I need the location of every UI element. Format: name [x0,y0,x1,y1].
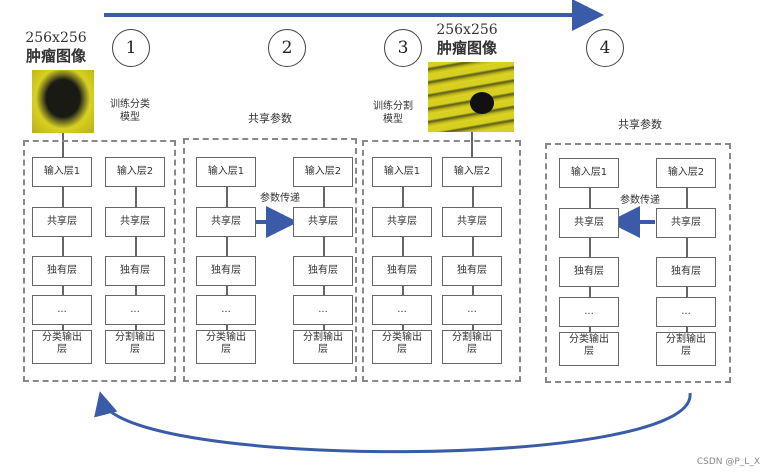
connector [226,158,228,338]
connector [62,133,64,158]
classify-output-layer: 分类输出层 [196,330,256,364]
panel-step-3 [362,140,521,382]
input-layer-1: 输入层1 [196,157,256,187]
step-number: 4 [599,38,611,58]
ellipsis-layer: ... [559,297,619,327]
segment-output-layer: 分割输出层 [656,332,716,366]
param-transfer-label-4: 参数传递 [620,195,660,206]
shared-layer: 共享层 [442,207,502,237]
segment-output-layer: 分割输出层 [293,330,353,364]
input-layer-1: 输入层1 [372,157,432,187]
image-1-size: 256x256 [25,30,87,46]
segment-output-layer: 分割输出层 [105,330,165,364]
train-segment-label: 训练分割模型 [373,101,413,125]
step-3-circle: 3 [384,29,422,67]
input-layer-1: 输入层1 [559,158,619,188]
classify-output-layer: 分类输出层 [32,330,92,364]
panel-step-1 [23,140,176,382]
connector [135,158,137,338]
ellipsis-layer: ... [32,295,92,325]
step-number: 3 [397,38,409,58]
ellipsis-layer: ... [656,297,716,327]
bottom-loop-arrow [94,391,692,454]
connector [471,132,473,158]
shared-layer: 共享层 [196,207,256,237]
classify-output-layer: 分类输出层 [372,330,432,364]
train-classify-label: 训练分类模型 [110,99,150,123]
step-2-circle: 2 [268,29,306,67]
ellipsis-layer: ... [196,295,256,325]
unique-layer: 独有层 [656,257,716,287]
unique-layer: 独有层 [372,256,432,286]
unique-layer: 独有层 [32,256,92,286]
shared-params-label-4: 共享参数 [618,118,662,131]
panel-step-2 [183,138,357,382]
unique-layer: 独有层 [293,256,353,286]
ellipsis-layer: ... [372,295,432,325]
image-2-size: 256x256 [436,22,498,38]
unique-layer: 独有层 [559,257,619,287]
classify-output-layer: 分类输出层 [559,332,619,366]
connector [323,158,325,338]
input-layer-2: 输入层2 [656,158,716,188]
input-layer-1: 输入层1 [32,157,92,187]
input-layer-2: 输入层2 [293,157,353,187]
connector [589,160,591,340]
shared-layer: 共享层 [105,207,165,237]
tumor-image-2 [428,62,514,132]
step-1-circle: 1 [112,29,150,67]
connector [472,158,474,338]
unique-layer: 独有层 [196,256,256,286]
ellipsis-layer: ... [442,295,502,325]
shared-layer: 共享层 [559,208,619,238]
connector [402,158,404,338]
panel-step-4 [545,143,731,383]
tumor-image-1 [32,70,94,133]
connector [686,160,688,340]
step-number: 1 [125,38,137,58]
input-layer-2: 输入层2 [105,157,165,187]
shared-layer: 共享层 [656,208,716,238]
shared-layer: 共享层 [293,207,353,237]
shared-layer: 共享层 [372,207,432,237]
unique-layer: 独有层 [442,256,502,286]
step-number: 2 [281,38,293,58]
image-1-caption: 肿瘤图像 [25,47,86,65]
input-layer-2: 输入层2 [442,157,502,187]
ellipsis-layer: ... [105,295,165,325]
segment-output-layer: 分割输出层 [442,330,502,364]
shared-layer: 共享层 [32,207,92,237]
ellipsis-layer: ... [293,295,353,325]
connector [62,158,64,338]
image-2-caption: 肿瘤图像 [436,39,497,57]
shared-params-label-2: 共享参数 [248,112,292,125]
unique-layer: 独有层 [105,256,165,286]
step-4-circle: 4 [586,29,624,67]
watermark: CSDN @P_L_X [696,457,760,467]
param-transfer-label-2: 参数传递 [260,193,300,204]
